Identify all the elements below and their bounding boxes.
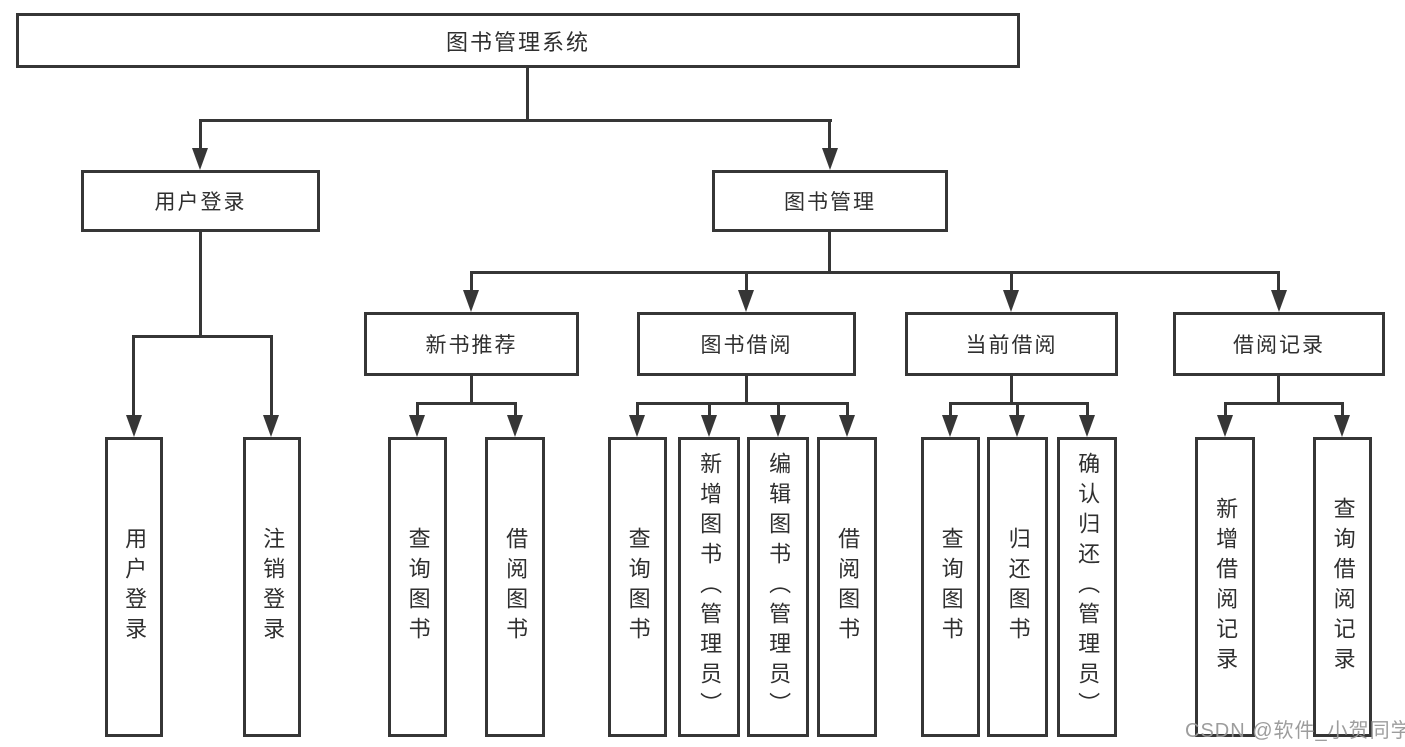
node-borrowing-records: 借阅记录: [1173, 312, 1385, 376]
leaf-add-books-admin: 新增图书（管理员）: [678, 437, 740, 737]
connector-drop: [1086, 402, 1089, 418]
connector-book-management-stem: [828, 232, 831, 274]
arrow-down-icon: [629, 415, 645, 437]
leaf-add-borrow-record-label: 新增借阅记录: [1213, 497, 1239, 677]
connector-drop-leaf-logout: [270, 335, 273, 419]
leaf-add-borrow-record: 新增借阅记录: [1195, 437, 1255, 737]
leaf-borrow-books-borrowing-label: 借阅图书: [835, 527, 861, 647]
leaf-user-login: 用户登录: [105, 437, 163, 737]
leaf-edit-books-admin: 编辑图书（管理员）: [747, 437, 809, 737]
node-book-borrowing: 图书借阅: [637, 312, 856, 376]
node-book-management-label: 图书管理: [784, 191, 876, 214]
node-book-borrowing-label: 图书借阅: [700, 334, 793, 357]
connector-root-stem: [526, 68, 529, 122]
arrow-down-icon: [770, 415, 786, 437]
arrow-down-icon: [409, 415, 425, 437]
connector-user-login-stem: [199, 232, 202, 338]
connector-drop-book-management: [828, 119, 831, 151]
leaf-logout: 注销登录: [243, 437, 301, 737]
node-library-system: 图书管理系统: [16, 13, 1020, 68]
leaf-confirm-return-admin-label: 确认归还（管理员）: [1075, 452, 1101, 722]
connector-drop-user-login: [199, 119, 202, 151]
arrow-down-icon: [126, 415, 142, 437]
leaf-query-books-recommend-label: 查询图书: [405, 527, 431, 647]
connector-root-bar: [199, 119, 832, 122]
arrow-down-icon: [738, 290, 754, 312]
node-current-borrowing: 当前借阅: [905, 312, 1118, 376]
leaf-return-books-label: 归还图书: [1005, 527, 1031, 647]
node-borrowing-records-label: 借阅记录: [1233, 334, 1325, 357]
node-library-system-label: 图书管理系统: [445, 29, 590, 55]
arrow-down-icon: [822, 148, 838, 170]
arrow-down-icon: [507, 415, 523, 437]
arrow-down-icon: [1079, 415, 1095, 437]
node-new-book-recommend-label: 新书推荐: [425, 334, 518, 357]
arrow-down-icon: [1217, 415, 1233, 437]
arrow-down-icon: [463, 290, 479, 312]
leaf-edit-books-admin-label: 编辑图书（管理员）: [766, 452, 792, 722]
connector-drop: [777, 402, 780, 418]
leaf-user-login-label: 用户登录: [122, 527, 148, 647]
connector-borrowing-records-bar: [1224, 402, 1344, 405]
connector-drop: [949, 402, 952, 418]
node-user-login: 用户登录: [81, 170, 320, 232]
leaf-borrow-books-borrowing: 借阅图书: [817, 437, 877, 737]
leaf-query-borrow-record: 查询借阅记录: [1313, 437, 1372, 737]
leaf-query-books-borrowing: 查询图书: [608, 437, 667, 737]
leaf-add-books-admin-label: 新增图书（管理员）: [697, 452, 723, 722]
arrow-down-icon: [1334, 415, 1350, 437]
arrow-down-icon: [263, 415, 279, 437]
connector-drop: [416, 402, 419, 418]
connector-drop-current-borrowing: [1010, 271, 1013, 293]
connector-drop: [1016, 402, 1019, 418]
arrow-down-icon: [839, 415, 855, 437]
connector-drop-leaf-login: [132, 335, 135, 419]
arrow-down-icon: [701, 415, 717, 437]
connector-drop: [1341, 402, 1344, 418]
connector-current-borrowing-stem: [1010, 376, 1013, 405]
node-user-login-label: 用户登录: [154, 191, 247, 214]
connector-drop: [514, 402, 517, 418]
connector-current-borrowing-bar: [949, 402, 1089, 405]
connector-drop-book-borrowing: [745, 271, 748, 293]
connector-drop-new-books: [470, 271, 473, 293]
leaf-query-books-recommend: 查询图书: [388, 437, 447, 737]
arrow-down-icon: [1003, 290, 1019, 312]
leaf-borrow-books-recommend: 借阅图书: [485, 437, 545, 737]
connector-book-borrowing-stem: [745, 376, 748, 405]
connector-new-books-stem: [470, 376, 473, 405]
connector-book-borrowing-bar: [636, 402, 849, 405]
leaf-query-books-current-label: 查询图书: [938, 527, 964, 647]
arrow-down-icon: [192, 148, 208, 170]
leaf-borrow-books-recommend-label: 借阅图书: [503, 527, 529, 647]
arrow-down-icon: [942, 415, 958, 437]
connector-drop: [846, 402, 849, 418]
connector-user-login-bar: [132, 335, 273, 338]
connector-drop: [708, 402, 711, 418]
connector-drop: [1224, 402, 1227, 418]
arrow-down-icon: [1271, 290, 1287, 312]
leaf-query-books-current: 查询图书: [921, 437, 980, 737]
connector-borrowing-records-stem: [1277, 376, 1280, 405]
node-current-borrowing-label: 当前借阅: [965, 334, 1058, 357]
leaf-query-borrow-record-label: 查询借阅记录: [1330, 497, 1356, 677]
leaf-confirm-return-admin: 确认归还（管理员）: [1057, 437, 1117, 737]
connector-drop: [636, 402, 639, 418]
leaf-return-books: 归还图书: [987, 437, 1048, 737]
arrow-down-icon: [1009, 415, 1025, 437]
leaf-logout-label: 注销登录: [260, 527, 286, 647]
connector-book-management-bar: [470, 271, 1280, 274]
connector-new-books-bar: [416, 402, 517, 405]
connector-drop-borrowing-records: [1277, 271, 1280, 293]
csdn-watermark: CSDN @软件_小贺同学: [1185, 720, 1405, 742]
leaf-query-books-borrowing-label: 查询图书: [625, 527, 651, 647]
node-book-management: 图书管理: [712, 170, 948, 232]
node-new-book-recommend: 新书推荐: [364, 312, 579, 376]
